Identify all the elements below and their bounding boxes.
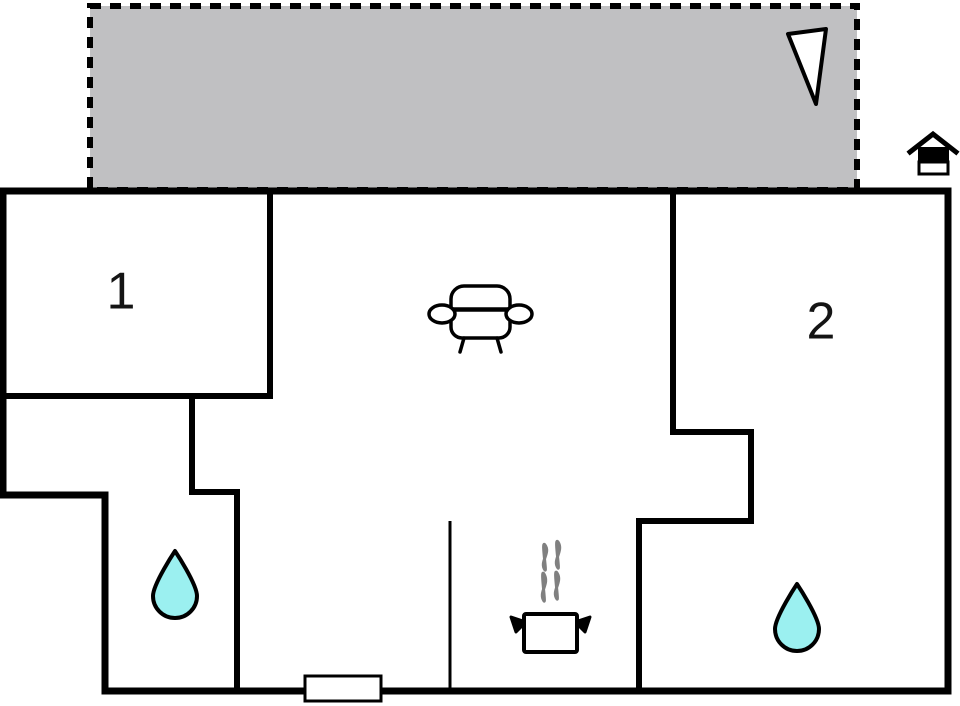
pot-steam-right — [554, 540, 562, 570]
room-number-2: 2 — [807, 293, 836, 351]
pot-body — [522, 612, 579, 654]
sofa-icon — [427, 284, 534, 354]
water-drop-right-shape — [773, 582, 821, 653]
terrace-fill — [90, 6, 857, 190]
sofa-seat — [449, 308, 512, 340]
house-roof — [906, 130, 960, 156]
north-arrow-icon — [786, 27, 828, 106]
sofa-arm-left — [427, 303, 457, 325]
sofa-leg-left — [458, 336, 466, 354]
entry-door-icon — [303, 674, 383, 703]
house-upper-body — [918, 147, 949, 163]
wall-room-1 — [3, 191, 273, 399]
pot-steam-left-lower — [540, 571, 548, 603]
room-number-1: 1 — [107, 263, 136, 321]
north-arrow-wedge — [786, 27, 828, 106]
sofa-arm-right — [504, 303, 534, 325]
sofa-backrest — [449, 284, 512, 311]
pot-steam-right-lower — [553, 570, 561, 601]
interior-walls — [3, 191, 754, 691]
wall-room-2 — [636, 191, 754, 691]
terrace-zone — [87, 3, 860, 193]
water-drop-left-shape — [151, 549, 199, 620]
sofa-leg-right — [495, 336, 503, 354]
cooking-pot-icon — [509, 540, 592, 654]
house-window — [917, 160, 950, 176]
water-drop-icon — [773, 582, 821, 653]
house-icon — [906, 130, 960, 176]
entry-door-rect — [303, 674, 383, 703]
water-drop-icon — [151, 549, 199, 620]
pot-steam-left — [541, 542, 549, 572]
wall-bathroom-left — [189, 396, 240, 691]
